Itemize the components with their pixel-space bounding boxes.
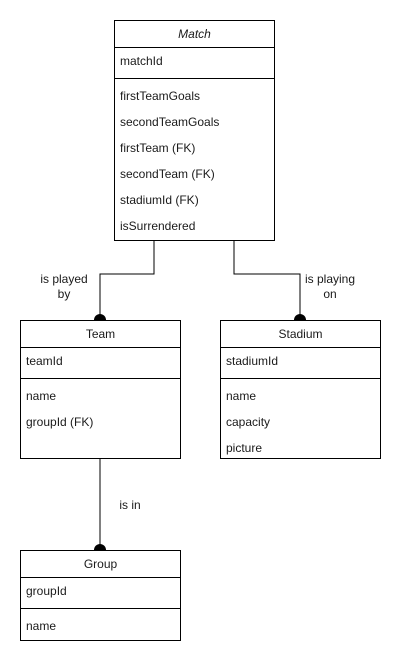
entity-match-fields: firstTeamGoals secondTeamGoals firstTeam… — [115, 79, 274, 239]
field-team-name: name — [26, 389, 57, 403]
entity-group-keys: groupId — [21, 578, 180, 609]
field-isSurrendered: isSurrendered — [120, 219, 196, 233]
entity-group-fields: name — [21, 609, 180, 639]
field-picture: picture — [226, 441, 263, 455]
field-secondTeam: secondTeam (FK) — [120, 167, 215, 181]
entity-group-title: Group — [21, 551, 180, 578]
field-stadium-name: name — [226, 389, 257, 403]
entity-match-title: Match — [115, 21, 274, 48]
field-group-name: name — [26, 619, 57, 633]
connector-end-stadium — [294, 314, 306, 320]
field-stadiumId: stadiumId (FK) — [120, 193, 199, 207]
entity-stadium-fields: name capacity picture — [221, 379, 380, 461]
field-firstTeam: firstTeam (FK) — [120, 141, 196, 155]
field-firstTeamGoals: firstTeamGoals — [120, 89, 201, 103]
entity-team[interactable]: Team teamId name groupId (FK) — [20, 320, 181, 459]
entity-team-keys: teamId — [21, 348, 180, 379]
field-stadium-stadiumId: stadiumId — [226, 354, 279, 368]
relation-label-team-group: is in — [119, 498, 141, 512]
relation-label-match-team: is played by — [40, 272, 88, 301]
entity-match[interactable]: Match matchId firstTeamGoals secondTeamG… — [114, 20, 275, 241]
entity-stadium-keys: stadiumId — [221, 348, 380, 379]
relation-label-match-stadium: is playing on — [304, 272, 356, 301]
field-matchId: matchId — [120, 54, 163, 68]
connector-match-team — [99, 240, 155, 320]
entity-team-fields: name groupId (FK) — [21, 379, 180, 435]
field-teamId: teamId — [26, 354, 63, 368]
field-group-groupId: groupId — [26, 584, 67, 598]
connector-match-stadium — [233, 240, 301, 320]
entity-match-keys: matchId — [115, 48, 274, 79]
entity-stadium-title: Stadium — [221, 321, 380, 348]
entity-group[interactable]: Group groupId name — [20, 550, 181, 641]
entity-stadium[interactable]: Stadium stadiumId name capacity picture — [220, 320, 381, 459]
field-capacity: capacity — [226, 415, 271, 429]
field-secondTeamGoals: secondTeamGoals — [120, 115, 220, 129]
field-groupId-fk: groupId (FK) — [26, 415, 94, 429]
connector-end-team — [94, 314, 106, 320]
entity-team-title: Team — [21, 321, 180, 348]
connector-end-group — [94, 544, 106, 550]
